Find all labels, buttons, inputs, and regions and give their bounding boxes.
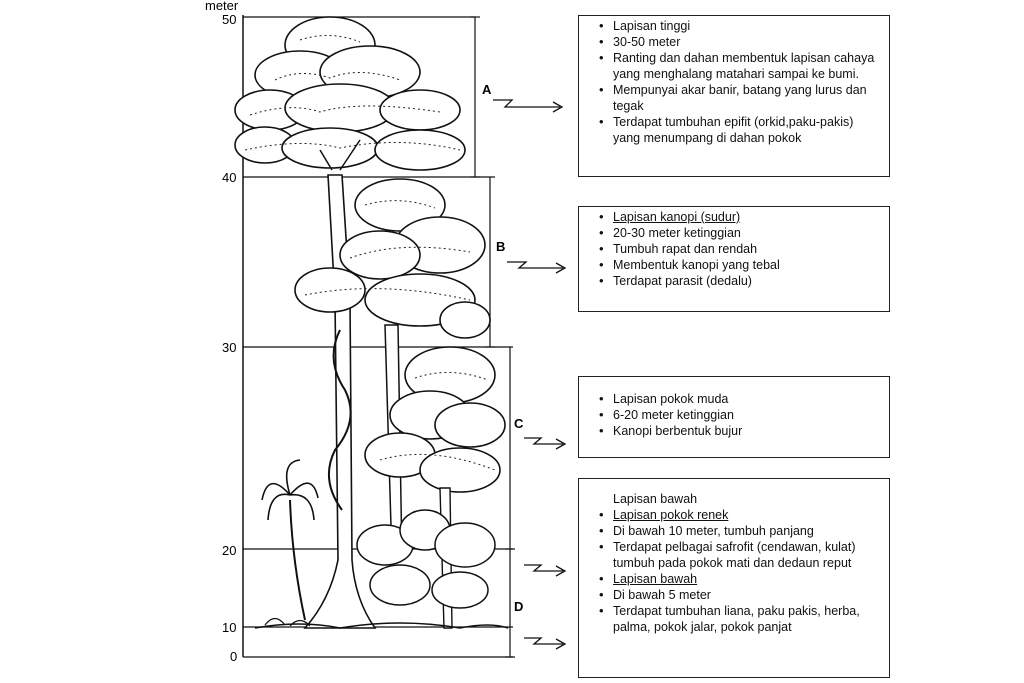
layer-b-list: Lapisan kanopi (sudur) 20-30 meter keting…: [587, 209, 881, 289]
layer-info-text: Lapisan pokok renek: [613, 508, 729, 522]
layer-info-item: Terdapat tumbuhan liana, paku pakis, her…: [587, 603, 881, 635]
layer-letter-a: A: [482, 82, 492, 97]
layer-info-text: Terdapat tumbuhan epifit (orkid,paku-pak…: [613, 115, 854, 145]
layer-info-text: Tumbuh rapat dan rendah: [613, 242, 758, 256]
liana-vine: [327, 329, 352, 511]
layer-info-item: Terdapat tumbuhan epifit (orkid,paku-pak…: [587, 114, 881, 146]
axis-tick-label: 50: [222, 12, 236, 27]
layer-info-item: Kanopi berbentuk bujur: [587, 423, 881, 439]
forest-floor: [254, 622, 509, 629]
layer-info-item: Lapisan bawah: [587, 571, 881, 587]
layer-info-item: Tumbuh rapat dan rendah: [587, 241, 881, 257]
layer-info-item: Lapisan bawah: [587, 491, 881, 507]
axis-tick-label: 20: [222, 543, 236, 558]
canopy-tree-crown: [294, 178, 491, 339]
layer-info-item: Lapisan pokok renek: [587, 507, 881, 523]
layer-d-list: Lapisan bawahLapisan pokok renekDi bawah…: [587, 491, 881, 635]
palm-tree: [261, 459, 319, 621]
layer-c-list: Lapisan pokok muda 6-20 meter ketinggianK…: [587, 391, 881, 439]
layer-info-item: 30-50 meter: [587, 34, 881, 50]
layer-letter-c: C: [514, 416, 524, 431]
layer-info-item: Di bawah 5 meter: [587, 587, 881, 603]
info-box-layer-c: Lapisan pokok muda 6-20 meter ketinggianK…: [578, 376, 890, 458]
forest-trees-illustration: [234, 16, 509, 629]
layer-info-text: Terdapat pelbagai safrofit (cendawan, ku…: [613, 540, 856, 570]
pointer-arrows: [493, 99, 567, 650]
axis-tick-label: 40: [222, 170, 236, 185]
layer-info-text: Mempunyai akar banir, batang yang lurus …: [613, 83, 867, 113]
info-box-layer-a: Lapisan tinggi 30-50 meterRanting dan dah…: [578, 15, 890, 177]
layer-info-item: Terdapat pelbagai safrofit (cendawan, ku…: [587, 539, 881, 571]
layer-a-list: Lapisan tinggi 30-50 meterRanting dan dah…: [587, 18, 881, 146]
axis-tick-label: 30: [222, 340, 236, 355]
layer-info-item: 20-30 meter ketinggian: [587, 225, 881, 241]
layer-info-text: Terdapat parasit (dedalu): [613, 274, 752, 288]
emergent-tree-canopy: [234, 16, 466, 171]
layer-info-item: 6-20 meter ketinggian: [587, 407, 881, 423]
layer-info-item: Lapisan kanopi (sudur): [587, 209, 881, 225]
layer-info-text: Terdapat tumbuhan liana, paku pakis, her…: [613, 604, 860, 634]
axis-tick-label: 10: [222, 620, 236, 635]
layer-info-text: Lapisan pokok muda: [613, 392, 729, 406]
layer-info-text: Ranting dan dahan membentuk lapisan caha…: [613, 51, 875, 81]
layer-info-item: Lapisan pokok muda: [587, 391, 881, 407]
layer-info-text: Membentuk kanopi yang tebal: [613, 258, 780, 272]
layer-letter-d: D: [514, 599, 523, 614]
info-box-layer-b: Lapisan kanopi (sudur) 20-30 meter keting…: [578, 206, 890, 312]
axis-tick-label: 0: [230, 649, 237, 664]
layer-info-text: Lapisan bawah: [613, 572, 698, 586]
layer-info-text: 20-30 meter ketinggian: [613, 226, 741, 240]
layer-info-text: Lapisan tinggi: [613, 19, 691, 33]
layer-info-text: 6-20 meter ketinggian: [613, 408, 734, 422]
layer-info-item: Lapisan tinggi: [587, 18, 881, 34]
layer-info-text: Lapisan bawah: [613, 492, 698, 506]
emergent-tree-trunk: [303, 174, 377, 629]
layer-info-text: Di bawah 5 meter: [613, 588, 711, 602]
layer-info-text: Di bawah 10 meter, tumbuh panjang: [613, 524, 814, 538]
layer-letter-b: B: [496, 239, 505, 254]
axis-unit-label: meter: [205, 0, 239, 13]
info-box-layer-d: Lapisan bawahLapisan pokok renekDi bawah…: [578, 478, 890, 678]
layer-info-text: Kanopi berbentuk bujur: [613, 424, 743, 438]
layer-info-text: 30-50 meter: [613, 35, 681, 49]
layer-info-item: Membentuk kanopi yang tebal: [587, 257, 881, 273]
layer-info-item: Di bawah 10 meter, tumbuh panjang: [587, 523, 881, 539]
young-tree-crown: [364, 346, 506, 493]
layer-info-item: Ranting dan dahan membentuk lapisan caha…: [587, 50, 881, 82]
shrub-layer: [356, 509, 496, 609]
layer-info-item: Mempunyai akar banir, batang yang lurus …: [587, 82, 881, 114]
layer-info-item: Terdapat parasit (dedalu): [587, 273, 881, 289]
layer-info-text: Lapisan kanopi (sudur): [613, 210, 741, 224]
